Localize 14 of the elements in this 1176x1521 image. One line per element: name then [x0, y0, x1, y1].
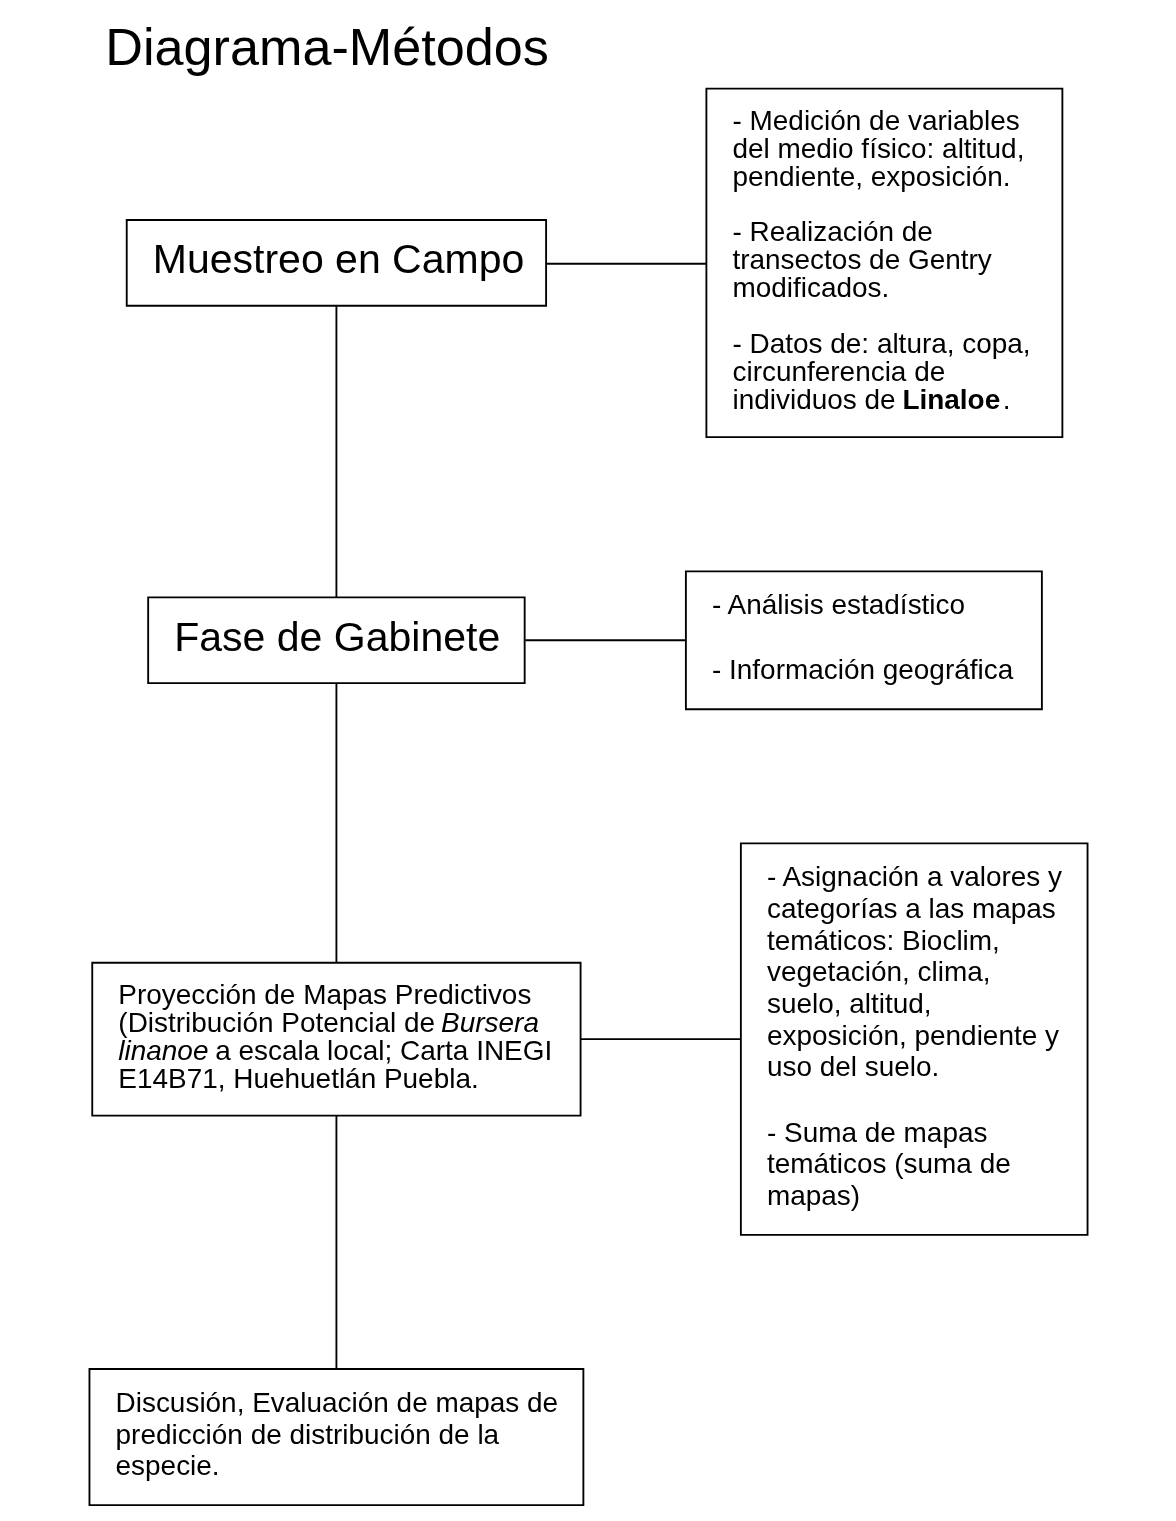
diagram-title: Diagrama-Métodos — [104, 18, 549, 77]
node-box: Muestreo en Campo — [125, 219, 547, 307]
connector — [579, 1038, 741, 1041]
node-box: - Asignación a valores y categorías a las mapas temáticos: Bioclim, vegetación, clima, suelo, altitud, exposición, pendiente y uso del suelo. - Suma de mapas temáticos (suma de mapas) — [739, 842, 1088, 1236]
connector — [523, 639, 686, 642]
connector — [545, 262, 707, 265]
node-box: Fase de Gabinete — [146, 596, 526, 685]
node-box: - Medición de variables del medio físico: altitud, pendiente, exposición. - Realización de transectos de Gentry modificados. - Datos de: altura, copa, circunferencia de individuos de Linaloe. — [704, 87, 1063, 439]
connector — [335, 1114, 337, 1370]
node-box: - Análisis estadístico - Información geográfica — [684, 570, 1043, 711]
connector — [335, 682, 337, 964]
node-box: Proyección de Mapas Predictivos (Distribución Potencial de Bursera linanoe a escala local; Carta INEGI E14B71, Huehuetlán Puebla. — [90, 961, 581, 1117]
node-box: Discusión, Evaluación de mapas de predicción de distribución de la especie. — [88, 1368, 584, 1507]
connector — [335, 305, 337, 598]
